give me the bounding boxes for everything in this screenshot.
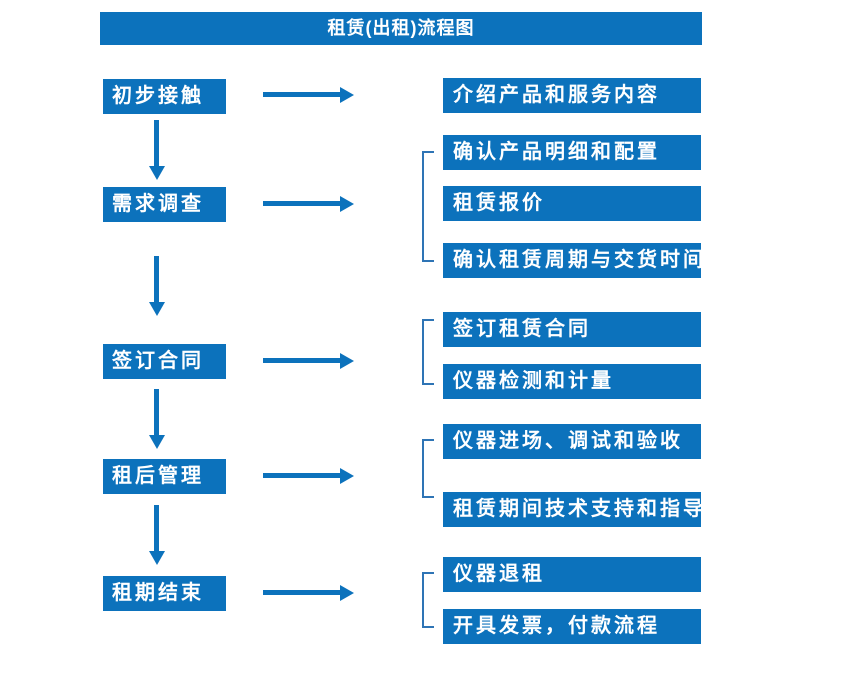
group-bracket: [422, 439, 434, 498]
arrow-right-icon: [263, 468, 354, 484]
arrow-head: [149, 302, 165, 316]
arrow-down-icon: [149, 505, 165, 565]
output-box-confirm-details: 确认产品明细和配置: [443, 135, 701, 170]
output-box-sign-lease: 签订租赁合同: [443, 312, 701, 347]
arrow-shaft: [154, 389, 159, 437]
flowchart-title: 租赁(出租)流程图: [100, 12, 702, 45]
arrow-shaft: [263, 358, 342, 363]
group-bracket: [422, 151, 434, 262]
arrow-head: [340, 585, 354, 601]
arrow-right-icon: [263, 585, 354, 601]
arrow-head: [340, 468, 354, 484]
arrow-right-icon: [263, 353, 354, 369]
output-box-return: 仪器退租: [443, 557, 701, 592]
arrow-shaft: [263, 590, 342, 595]
arrow-shaft: [154, 120, 159, 168]
output-box-rental-quote: 租赁报价: [443, 186, 701, 221]
step-box-initial-contact: 初步接触: [103, 79, 226, 114]
arrow-shaft: [263, 473, 342, 478]
arrow-shaft: [154, 256, 159, 304]
arrow-right-icon: [263, 87, 354, 103]
group-bracket: [422, 572, 434, 628]
output-box-invoice-payment: 开具发票，付款流程: [443, 609, 701, 644]
output-box-intro-products: 介绍产品和服务内容: [443, 78, 701, 113]
output-box-instrument-check: 仪器检测和计量: [443, 364, 701, 399]
arrow-head: [340, 353, 354, 369]
arrow-head: [149, 435, 165, 449]
arrow-head: [149, 551, 165, 565]
arrow-shaft: [154, 505, 159, 553]
arrow-right-icon: [263, 196, 354, 212]
arrow-head: [149, 166, 165, 180]
arrow-down-icon: [149, 256, 165, 316]
step-box-post-rental-management: 租后管理: [103, 459, 226, 494]
arrow-head: [340, 196, 354, 212]
output-box-instrument-setup: 仪器进场、调试和验收: [443, 424, 701, 459]
arrow-shaft: [263, 92, 342, 97]
arrow-head: [340, 87, 354, 103]
arrow-down-icon: [149, 120, 165, 180]
step-box-rental-end: 租期结束: [103, 576, 226, 611]
step-box-demand-survey: 需求调查: [103, 187, 226, 222]
group-bracket: [422, 319, 434, 385]
step-box-sign-contract: 签订合同: [103, 344, 226, 379]
arrow-down-icon: [149, 389, 165, 449]
arrow-shaft: [263, 201, 342, 206]
output-box-tech-support: 租赁期间技术支持和指导: [443, 492, 703, 527]
output-box-confirm-period: 确认租赁周期与交货时间: [443, 243, 703, 278]
